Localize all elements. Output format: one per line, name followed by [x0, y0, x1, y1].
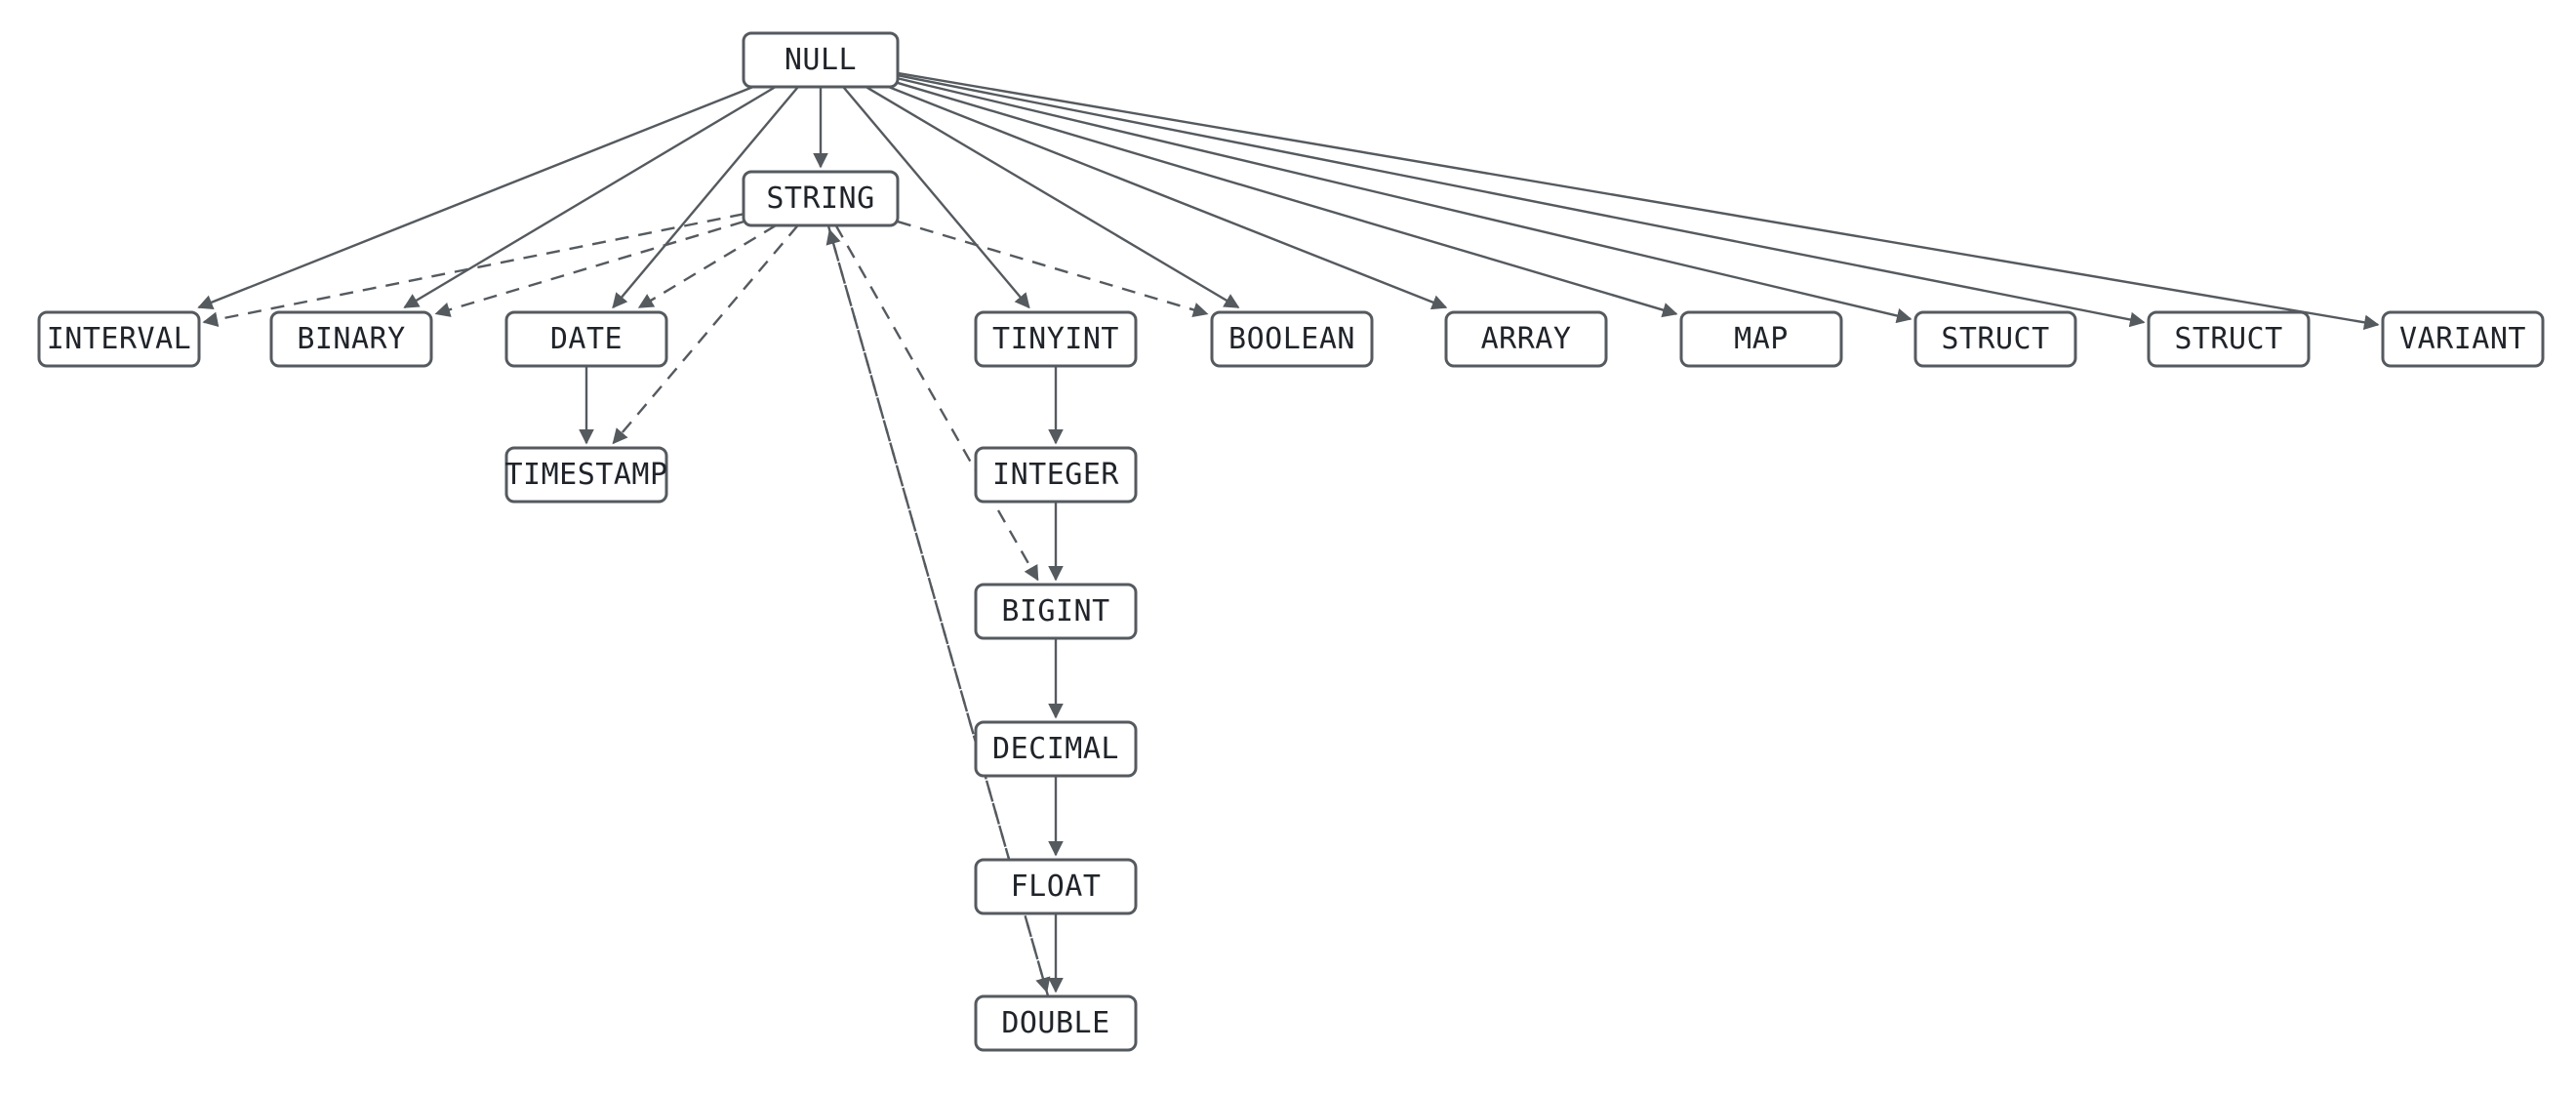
node-label-array: ARRAY — [1481, 322, 1572, 356]
node-box-boolean[interactable] — [1210, 310, 1374, 368]
node-struct2[interactable]: STRUCT — [2147, 310, 2311, 368]
node-box-timestamp[interactable] — [504, 446, 668, 504]
node-boolean[interactable]: BOOLEAN — [1210, 310, 1374, 368]
node-variant[interactable]: VARIANT — [2381, 310, 2545, 368]
edge-string-to-binary — [434, 221, 745, 317]
node-label-variant: VARIANT — [2399, 322, 2526, 356]
node-layer: NULL STRING INTERVAL BINARY DATE TINYINT BOOLE… — [37, 31, 2545, 1052]
node-label-timestamp: TIMESTAMP — [504, 458, 667, 492]
node-label-binary: BINARY — [297, 322, 405, 356]
edge-null-to-array — [888, 85, 1448, 310]
node-label-double: DOUBLE — [1001, 1006, 1109, 1040]
edge-null-to-map — [897, 81, 1678, 318]
node-label-map: MAP — [1734, 322, 1789, 356]
node-box-float[interactable] — [974, 858, 1138, 915]
node-date[interactable]: DATE — [504, 310, 668, 368]
node-float[interactable]: FLOAT — [974, 858, 1138, 915]
node-integer[interactable]: INTEGER — [974, 446, 1138, 504]
node-box-struct2[interactable] — [2147, 310, 2311, 368]
node-label-interval: INTERVAL — [47, 322, 192, 356]
node-box-integer[interactable] — [974, 446, 1138, 504]
node-box-tinyint[interactable] — [974, 310, 1138, 368]
edge-string-to-timestamp — [612, 224, 799, 445]
node-timestamp[interactable]: TIMESTAMP — [504, 446, 668, 504]
node-interval[interactable]: INTERVAL — [37, 310, 201, 368]
node-label-string: STRING — [766, 182, 874, 216]
node-label-bigint: BIGINT — [1001, 594, 1109, 628]
edge-string-to-date — [637, 223, 777, 309]
edge-null-to-variant — [897, 71, 2380, 331]
node-label-struct2: STRUCT — [2174, 322, 2282, 356]
node-box-binary[interactable] — [269, 310, 433, 368]
node-box-bigint[interactable] — [974, 583, 1138, 640]
node-box-array[interactable] — [1444, 310, 1608, 368]
node-box-variant[interactable] — [2381, 310, 2545, 368]
node-label-integer: INTEGER — [992, 458, 1119, 492]
node-double[interactable]: DOUBLE — [974, 994, 1138, 1052]
node-box-decimal[interactable] — [974, 720, 1138, 778]
node-box-string[interactable] — [742, 170, 900, 227]
node-box-struct1[interactable] — [1913, 310, 2077, 368]
edge-string-to-interval — [202, 213, 745, 327]
node-box-interval[interactable] — [37, 310, 201, 368]
edge-null-to-tinyint — [842, 86, 1030, 309]
node-decimal[interactable]: DECIMAL — [974, 720, 1138, 778]
node-null[interactable]: NULL — [742, 31, 900, 89]
node-string[interactable]: STRING — [742, 170, 900, 227]
node-label-tinyint: TINYINT — [992, 322, 1119, 356]
node-box-null[interactable] — [742, 31, 900, 89]
node-box-map[interactable] — [1679, 310, 1843, 368]
edge-string-to-boolean — [897, 220, 1209, 318]
edge-null-to-struct2 — [897, 73, 2146, 328]
node-bigint[interactable]: BIGINT — [974, 583, 1138, 640]
node-label-date: DATE — [550, 322, 623, 356]
node-label-boolean: BOOLEAN — [1228, 322, 1355, 356]
node-tinyint[interactable]: TINYINT — [974, 310, 1138, 368]
node-binary[interactable]: BINARY — [269, 310, 433, 368]
edge-null-to-interval — [197, 85, 754, 310]
node-struct1[interactable]: STRUCT — [1913, 310, 2077, 368]
node-label-struct1: STRUCT — [1941, 322, 2049, 356]
node-box-date[interactable] — [504, 310, 668, 368]
edge-null-to-struct1 — [897, 77, 1912, 324]
node-label-null: NULL — [785, 43, 857, 77]
edge-double-to-string — [825, 228, 1050, 997]
node-array[interactable]: ARRAY — [1444, 310, 1608, 368]
edge-string-to-bigint — [834, 224, 1039, 582]
node-label-float: FLOAT — [1011, 870, 1102, 904]
node-label-decimal: DECIMAL — [992, 732, 1119, 766]
edge-null-to-binary — [403, 85, 777, 309]
edge-null-to-boolean — [865, 85, 1240, 309]
node-map[interactable]: MAP — [1679, 310, 1843, 368]
edge-layer — [197, 71, 2380, 997]
edge-null-to-date — [612, 86, 799, 309]
node-box-double[interactable] — [974, 994, 1138, 1052]
